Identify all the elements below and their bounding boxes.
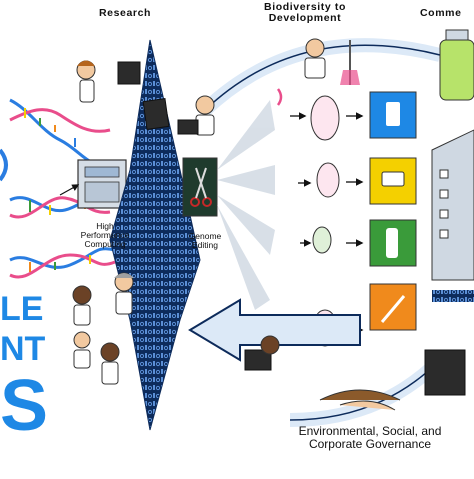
heading-research: Research bbox=[98, 7, 152, 19]
return-arrow bbox=[188, 298, 361, 362]
ring-fragment bbox=[0, 148, 8, 182]
research-team bbox=[72, 272, 134, 385]
researcher-top bbox=[76, 60, 96, 103]
scientist-at-laptop bbox=[177, 95, 215, 136]
hpc-computer-icon bbox=[59, 159, 127, 209]
label-esg-line1: Environmental, Social, and bbox=[298, 424, 442, 438]
scissors-icon bbox=[182, 157, 218, 217]
broom-icon bbox=[369, 283, 417, 331]
label-esg-line2: Corporate Governance bbox=[308, 437, 432, 452]
building-icon bbox=[431, 129, 474, 281]
label-genome-line2: Editing bbox=[192, 239, 218, 250]
laptop-left bbox=[244, 335, 280, 371]
bioreactor-icon bbox=[439, 29, 474, 101]
dna-helix-1 bbox=[9, 98, 111, 168]
brand-line2: NT bbox=[0, 330, 46, 368]
label-hpc-line1: High bbox=[96, 221, 114, 231]
heading-biodiversity-line2: Development bbox=[268, 12, 342, 25]
scientist-with-flask bbox=[304, 38, 360, 85]
brand-line1: LE bbox=[0, 290, 44, 328]
dna-helix-3 bbox=[9, 247, 116, 279]
label-hpc-line3: Computing bbox=[84, 238, 126, 249]
heading-biodiversity-line1: Biodiversity to bbox=[264, 1, 346, 13]
row-3 bbox=[300, 219, 417, 267]
heading-commercial: Comme bbox=[420, 7, 462, 19]
binary-strip bbox=[432, 290, 474, 302]
label-hpc: High Performance Computing bbox=[70, 222, 140, 249]
editing-beams bbox=[217, 100, 275, 310]
laptop-right bbox=[424, 349, 466, 396]
handshake-icon bbox=[319, 389, 401, 411]
heading-biodiversity: Biodiversity to Development bbox=[250, 1, 360, 25]
label-genome-editing: Genome Editing bbox=[180, 232, 230, 250]
monitor-icon bbox=[117, 61, 170, 130]
row-1 bbox=[276, 88, 417, 141]
row-2 bbox=[298, 157, 417, 205]
label-hpc-line2: Performance bbox=[80, 229, 130, 240]
label-genome-line1: Genome bbox=[188, 231, 222, 241]
brand-line3: S bbox=[0, 366, 49, 446]
label-esg: Environmental, Social, and Corporate Gov… bbox=[270, 424, 470, 452]
